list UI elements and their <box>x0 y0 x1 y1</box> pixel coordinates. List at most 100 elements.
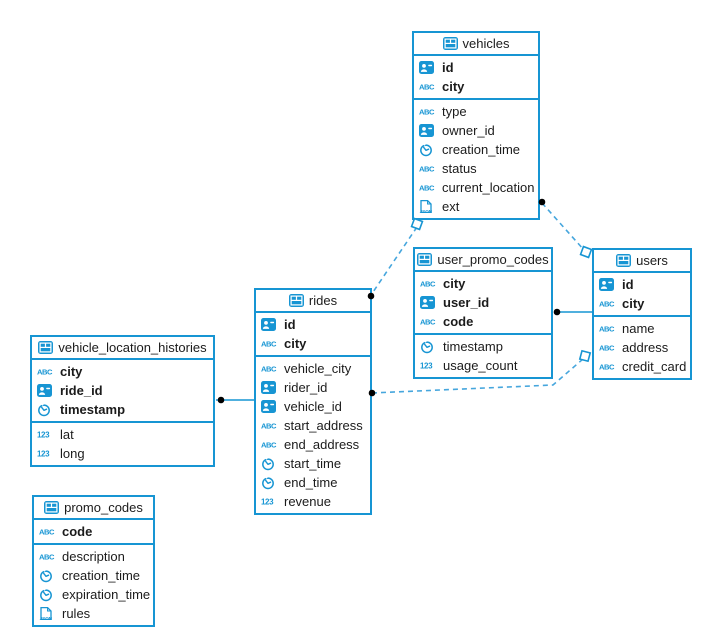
field-row-owner_id[interactable]: owner_id <box>414 121 538 140</box>
text-icon: ABC <box>420 316 439 327</box>
field-label: status <box>442 161 477 176</box>
field-row-timestamp[interactable]: timestamp <box>415 337 551 356</box>
field-row-timestamp[interactable]: timestamp <box>32 400 213 419</box>
one-marker-icon <box>553 308 561 316</box>
text-icon: ABC <box>599 361 618 372</box>
person-id-icon <box>261 381 280 394</box>
field-row-id[interactable]: id <box>256 315 370 334</box>
svg-text:ABC: ABC <box>261 422 277 431</box>
table-header[interactable]: users <box>594 250 690 273</box>
field-label: id <box>284 317 296 332</box>
field-row-creation_time[interactable]: creation_time <box>414 140 538 159</box>
text-icon: ABC <box>420 278 439 289</box>
field-row-ride_id[interactable]: ride_id <box>32 381 213 400</box>
field-label: timestamp <box>60 402 126 417</box>
svg-text:ABC: ABC <box>261 340 277 349</box>
field-row-id[interactable]: id <box>414 58 538 77</box>
field-row-id[interactable]: id <box>594 275 690 294</box>
text-icon: ABC <box>419 182 438 193</box>
field-label: name <box>622 321 655 336</box>
table-header[interactable]: vehicles <box>414 33 538 56</box>
person-id-icon <box>419 124 438 137</box>
field-label: timestamp <box>443 339 503 354</box>
field-row-vehicle_id[interactable]: vehicle_id <box>256 397 370 416</box>
svg-text:ABC: ABC <box>599 325 615 334</box>
field-row-end_time[interactable]: end_time <box>256 473 370 492</box>
field-row-expiration_time[interactable]: expiration_time <box>34 585 153 604</box>
field-row-name[interactable]: ABC name <box>594 319 690 338</box>
svg-text:ABC: ABC <box>261 441 277 450</box>
field-row-start_time[interactable]: start_time <box>256 454 370 473</box>
table-title: promo_codes <box>64 500 143 515</box>
svg-text:ABC: ABC <box>599 363 615 372</box>
table-header[interactable]: user_promo_codes <box>415 249 551 272</box>
relationship-user-promo-codes-users[interactable] <box>553 308 592 316</box>
table-icon <box>442 37 458 50</box>
field-label: creation_time <box>442 142 521 157</box>
table-header[interactable]: rides <box>256 290 370 313</box>
field-label: vehicle_id <box>284 399 342 414</box>
field-row-address[interactable]: ABC address <box>594 338 690 357</box>
table-header[interactable]: vehicle_location_histories <box>32 337 213 360</box>
table-title: vehicle_location_histories <box>58 340 207 355</box>
table-header[interactable]: promo_codes <box>34 497 153 520</box>
svg-text:JSON: JSON <box>40 616 53 621</box>
text-icon: ABC <box>261 338 280 349</box>
text-icon: ABC <box>261 420 280 431</box>
table-icon <box>38 341 54 354</box>
svg-text:123: 123 <box>261 498 274 507</box>
field-label: end_time <box>284 475 338 490</box>
field-row-user_id[interactable]: user_id <box>415 293 551 312</box>
table-icon <box>288 294 304 307</box>
relationship-vehicle-location-histories-rides[interactable] <box>216 396 254 404</box>
text-icon: ABC <box>599 323 618 334</box>
text-icon: ABC <box>599 342 618 353</box>
table-title: user_promo_codes <box>437 252 549 267</box>
field-row-creation_time[interactable]: creation_time <box>34 566 153 585</box>
table-title: users <box>636 253 668 268</box>
field-label: city <box>60 364 83 379</box>
number-icon: 123 <box>261 496 280 507</box>
time-icon <box>419 143 438 157</box>
person-id-icon <box>37 384 56 397</box>
json-icon: JSON <box>419 199 438 214</box>
svg-text:ABC: ABC <box>39 553 55 562</box>
field-row-rider_id[interactable]: rider_id <box>256 378 370 397</box>
text-icon: ABC <box>419 106 438 117</box>
table-title: vehicles <box>462 36 510 51</box>
text-icon: ABC <box>261 363 280 374</box>
number-icon: 123 <box>37 429 56 440</box>
person-id-icon <box>599 278 618 291</box>
table-title: rides <box>308 293 338 308</box>
field-label: address <box>622 340 669 355</box>
